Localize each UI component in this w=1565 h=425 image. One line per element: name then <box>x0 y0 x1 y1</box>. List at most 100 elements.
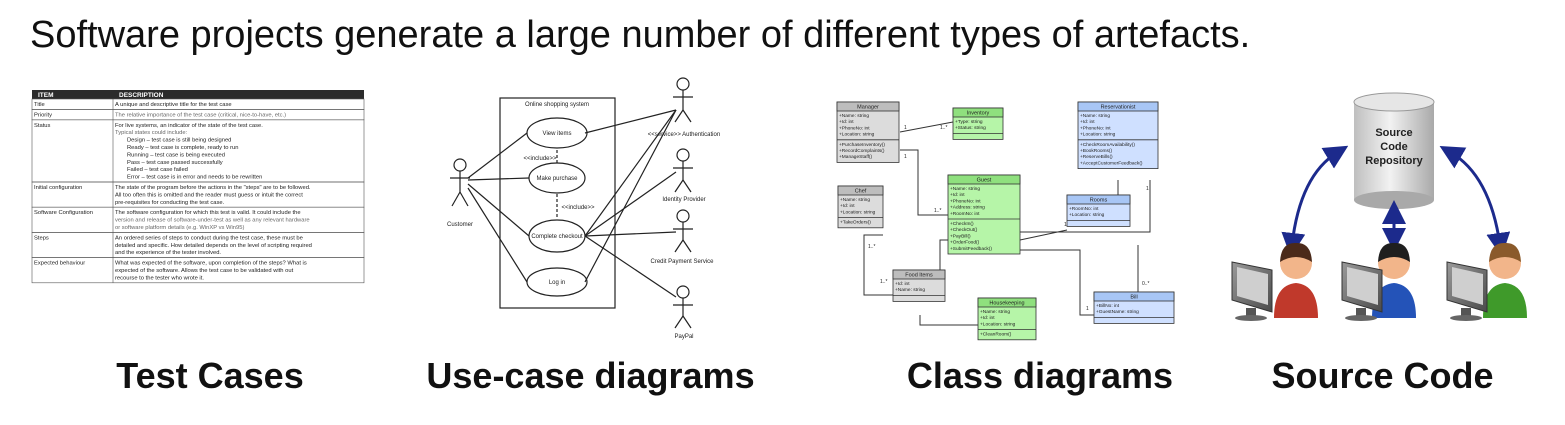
class-attribute: +BillNo: int <box>1096 303 1120 309</box>
class-attribute: +Name: string <box>840 197 870 203</box>
multiplicity: 1..* <box>940 125 948 131</box>
class-attribute: +Type: string <box>955 119 983 125</box>
table-header-cell: DESCRIPTION <box>119 92 164 99</box>
actor-label-customer: Customer <box>447 222 473 228</box>
class-box-reservationist: Reservationist+Name: string+Id: int+Phon… <box>1077 101 1159 169</box>
table-header-cell: ITEM <box>38 92 54 99</box>
table-desc-line: The relative importance of the test case… <box>115 112 286 118</box>
class-attribute: +Id: int <box>839 119 854 125</box>
class-operation: +AcceptCustomerFeedback() <box>1080 160 1143 166</box>
caption-class-diagrams: Class diagrams <box>906 355 1174 396</box>
multiplicity: 1 <box>1086 306 1089 312</box>
multiplicity: 1..* <box>934 208 942 214</box>
multiplicity: 1..* <box>880 279 888 285</box>
class-box-guest: Guest+Name: string+Id: int+PhoneNo: int+… <box>947 174 1021 255</box>
actor-label-credit-payment: Credit Payment Service <box>650 259 714 265</box>
class-operation: +CleanRoom() <box>980 332 1012 338</box>
use-case-label-view-items: View items <box>543 131 572 137</box>
class-name: Inventory <box>967 111 990 117</box>
multiplicity: 1 <box>904 154 907 160</box>
table-desc-line: or software platform details (e.g. WinXP… <box>115 225 244 231</box>
table-desc-line: What was expected of the software, upon … <box>115 261 307 267</box>
class-box-manager: Manager+Name: string+Id: int+PhoneNo: in… <box>836 101 900 163</box>
class-name: Chef <box>855 189 867 195</box>
class-name: Food Items <box>905 273 933 279</box>
use-case-label-make-purchase: Make purchase <box>536 176 578 182</box>
table-desc-line: pre-requisites for conducting the test c… <box>115 200 225 206</box>
table-desc-line: The software configuration for which thi… <box>115 210 301 216</box>
table-desc-line: and the experience of the tester involve… <box>115 250 221 256</box>
actor-identity-provider-icon <box>673 148 693 193</box>
table-desc-line: version and release of software-under-te… <box>115 218 310 224</box>
workstation-center-icon <box>1341 242 1416 321</box>
class-operation: +CheckRoomAvailability() <box>1080 142 1135 148</box>
class-operation: +TakeOrders() <box>840 220 871 226</box>
class-operation: +ReserveBills() <box>1080 154 1113 160</box>
class-name: Housekeeping <box>989 301 1024 307</box>
class-operation: +ManageStaff() <box>839 154 873 160</box>
table-desc-line: Pass – test case passed successfully <box>127 160 223 166</box>
class-attribute: +Location: string <box>1080 132 1116 138</box>
actor-authentication-icon <box>673 77 693 123</box>
table-desc-line: Design – test case is still being design… <box>127 138 231 144</box>
class-attribute: +Name: string <box>980 309 1010 315</box>
actor-credit-payment-icon <box>673 209 693 253</box>
class-attribute: +Address: string <box>950 205 985 211</box>
caption-use-case-diagrams: Use-case diagrams <box>426 355 755 396</box>
caption-test-cases: Test Cases <box>116 355 304 396</box>
repo-label-line-2: Code <box>1380 141 1408 153</box>
class-attribute: +Id: int <box>840 203 855 209</box>
class-attribute: +Name: string <box>895 287 925 293</box>
class-attribute: +Name: string <box>1080 113 1110 119</box>
class-box-housekeeping: Housekeeping+Name: string+Id: int+Locati… <box>977 297 1037 341</box>
table-item-cell: Expected behaviour <box>34 261 85 267</box>
repository-cylinder-icon <box>1353 92 1435 209</box>
actor-label-paypal: PayPal <box>674 334 693 340</box>
class-operation: +SubmitFeedback() <box>950 246 992 252</box>
table-desc-line: For live systems, an indicator of the st… <box>115 123 263 129</box>
class-attribute: +GuestName: string <box>1096 309 1139 315</box>
system-title: Online shopping system <box>525 102 589 108</box>
table-desc-line: detailed and specific. How detailed depe… <box>115 243 312 249</box>
class-name: Bill <box>1130 295 1137 301</box>
class-name: Rooms <box>1090 198 1108 204</box>
table-item-cell: Initial configuration <box>34 185 82 191</box>
table-desc-line: Error – test case is in error and needs … <box>127 175 262 181</box>
class-attribute: +Location: string <box>840 209 876 215</box>
use-case-label-log-in: Log in <box>549 280 565 286</box>
table-desc-line: An ordered series of steps to conduct du… <box>115 235 303 241</box>
class-operation: +OrderFood() <box>950 240 980 246</box>
class-name: Manager <box>857 105 879 111</box>
actor-label-identity-provider: Identity Provider <box>662 197 705 203</box>
multiplicity: 1 <box>904 125 907 131</box>
class-attribute: +Id: int <box>895 281 910 287</box>
multiplicity: 1..* <box>868 244 876 250</box>
table-item-cell: Software Configuration <box>34 210 93 216</box>
table-item-cell: Status <box>34 123 51 129</box>
class-operation: +PurchaseInventory() <box>839 142 885 148</box>
actor-label-authentication: <<service>> Authentication <box>648 132 720 138</box>
table-desc-line: The state of the program before the acti… <box>115 185 311 191</box>
class-operation: +CheckIn() <box>950 221 974 227</box>
class-attribute: +RoomNo: int <box>950 211 980 217</box>
class-box-bill: Bill +BillNo: int+GuestName: string <box>1093 291 1175 324</box>
sync-arrow-left-icon <box>1281 145 1349 257</box>
class-operation: +BookRooms() <box>1080 148 1113 154</box>
include-label-1: <<include>> <box>523 156 557 162</box>
table-desc-line: A unique and descriptive title for the t… <box>115 102 232 108</box>
class-attribute: +Location: string <box>980 321 1016 327</box>
repo-label-line-3: Repository <box>1365 155 1423 167</box>
class-operation: +CheckOut() <box>950 227 978 233</box>
class-box-inventory: Inventory+Type: string+Status: string <box>952 107 1004 140</box>
actor-customer-icon <box>450 158 470 207</box>
multiplicity: 1 <box>1146 186 1149 192</box>
include-label-2: <<include>> <box>561 205 595 211</box>
table-desc-line: Failed – test case failed <box>127 167 188 173</box>
table-desc-line: All too often this is omitted and the re… <box>115 192 303 198</box>
sync-arrow-right-icon <box>1439 146 1511 257</box>
table-desc-line: expected of the software. Allows the tes… <box>115 268 294 274</box>
